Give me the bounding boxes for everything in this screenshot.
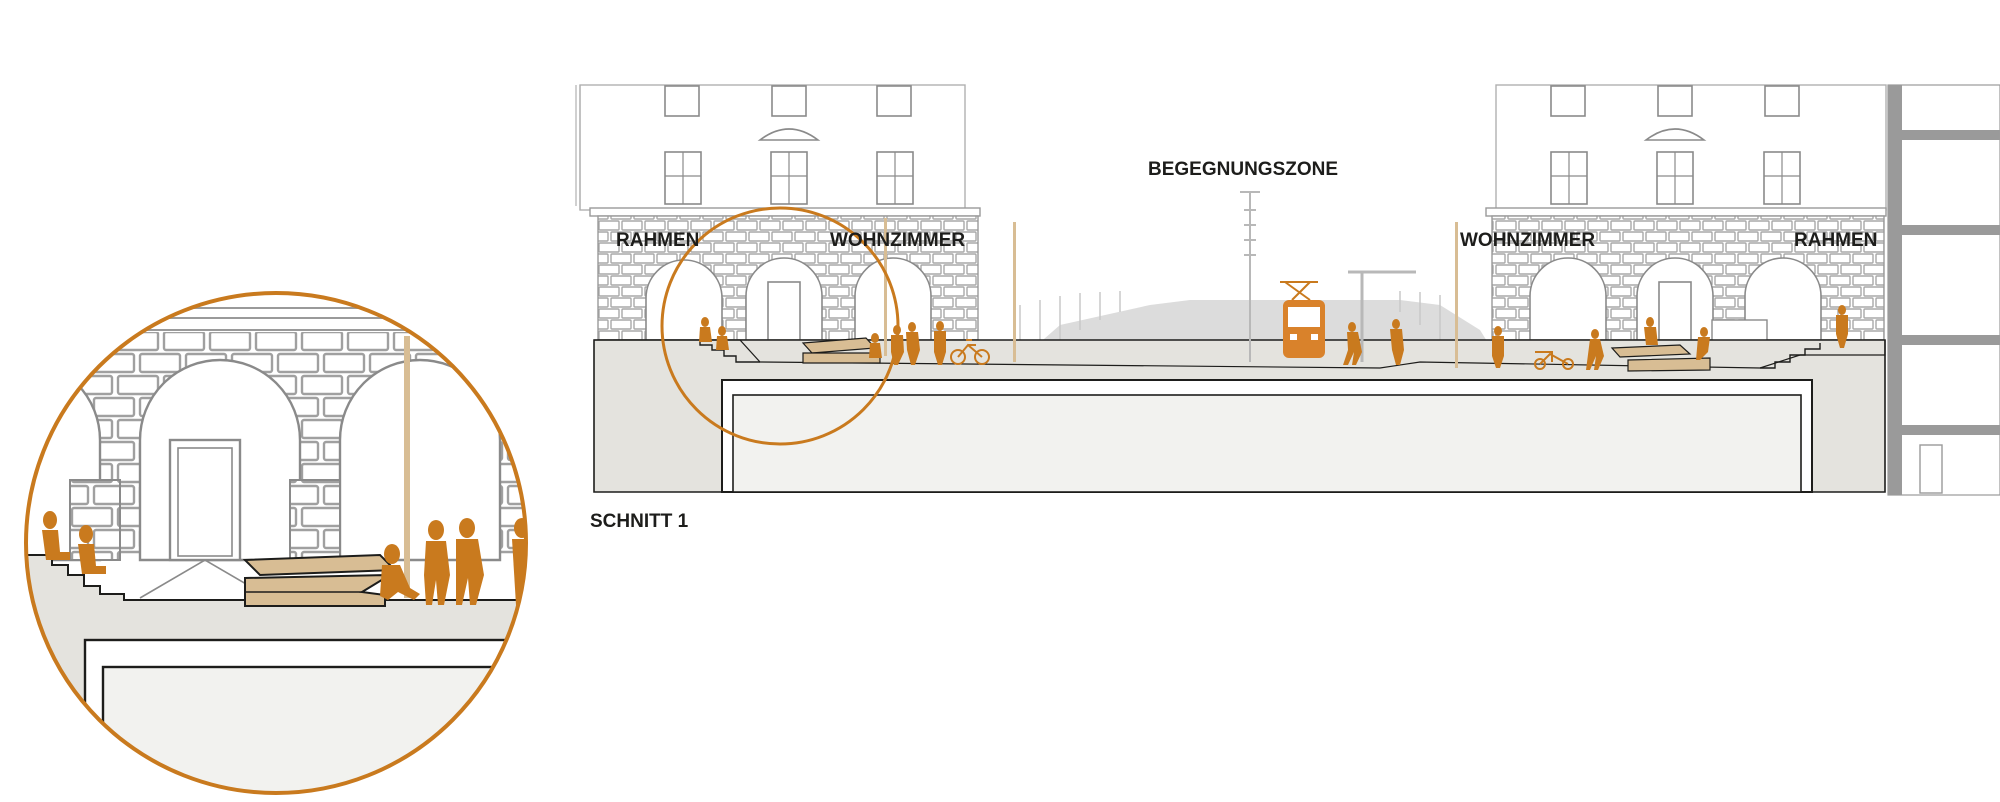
label-frame-left: RAHMEN bbox=[616, 230, 699, 251]
cargo-bike-right bbox=[1534, 351, 1574, 370]
street-surface bbox=[594, 339, 1886, 369]
detail-lens bbox=[26, 293, 526, 793]
wood-bench-right bbox=[1610, 344, 1711, 372]
label-living-right: WOHNZIMMER bbox=[1460, 230, 1595, 251]
tram bbox=[1280, 281, 1325, 358]
pole-center-left bbox=[1013, 222, 1016, 362]
label-encounter-zone: BEGEGNUNGSZONE bbox=[1148, 159, 1338, 180]
people-center bbox=[1343, 319, 1404, 365]
adjacent-building-right bbox=[1887, 84, 2000, 496]
left-building bbox=[575, 84, 981, 341]
label-frame-right: RAHMEN bbox=[1794, 230, 1877, 251]
bicycle-left bbox=[950, 339, 990, 365]
pole-right bbox=[1455, 222, 1458, 368]
tram-stop-shelter bbox=[1348, 270, 1416, 362]
right-steps bbox=[1760, 343, 1821, 369]
people-right bbox=[1492, 305, 1848, 370]
section-title: SCHNITT 1 bbox=[590, 511, 689, 532]
label-living-left: WOHNZIMMER bbox=[830, 230, 965, 251]
detail-highlight-circle bbox=[660, 206, 900, 446]
pole-left bbox=[884, 218, 887, 356]
main-section: RAHMEN WOHNZIMMER BEGEGNUNGSZONE WOHNZIM… bbox=[575, 84, 2000, 532]
tunnel-inner bbox=[732, 394, 1802, 493]
right-building bbox=[1485, 84, 1887, 351]
mast-center bbox=[1240, 191, 1260, 362]
detail-lens-frame bbox=[24, 291, 528, 795]
